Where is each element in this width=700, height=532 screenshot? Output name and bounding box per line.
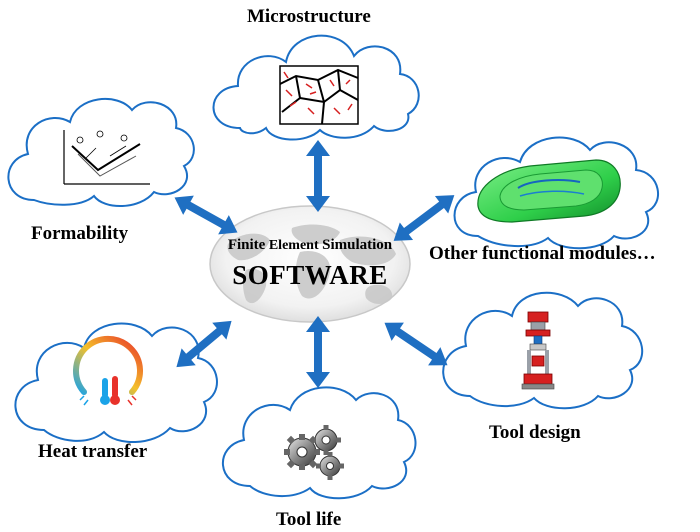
center-word-simulation: Simulation xyxy=(322,237,393,253)
label-heat-transfer: Heat transfer xyxy=(38,441,148,462)
green-part-icon xyxy=(477,159,621,223)
cloud-formability xyxy=(7,97,195,208)
label-microstructure: Microstructure xyxy=(247,6,371,27)
label-tool-design: Tool design xyxy=(489,422,581,443)
arrow-tool-life xyxy=(306,316,330,388)
gears-icon xyxy=(284,425,344,480)
center-subtitle: Finite Element Simulation xyxy=(200,238,420,253)
center-word-element: Element xyxy=(268,238,319,253)
arrows xyxy=(174,140,455,388)
thermometer-gauge-icon xyxy=(73,335,143,406)
die-assembly-icon xyxy=(521,311,555,390)
arrow-other-modules xyxy=(393,195,455,241)
arrow-microstructure xyxy=(306,140,330,212)
globe-continents xyxy=(227,224,396,304)
center-title: SOFTWARE xyxy=(232,260,388,290)
arrow-heat-transfer xyxy=(176,320,232,368)
arrow-tool-design xyxy=(384,322,448,366)
microstructure-grain-icon xyxy=(279,65,359,125)
label-tool-life: Tool life xyxy=(276,509,342,530)
cloud-tool-design xyxy=(442,291,644,410)
label-other-modules: Other functional modules… xyxy=(429,243,656,264)
arrow-formability xyxy=(174,195,238,235)
center-word-finite: Finite xyxy=(227,237,266,253)
label-formability: Formability xyxy=(31,223,129,244)
formability-chart-icon xyxy=(63,130,150,185)
